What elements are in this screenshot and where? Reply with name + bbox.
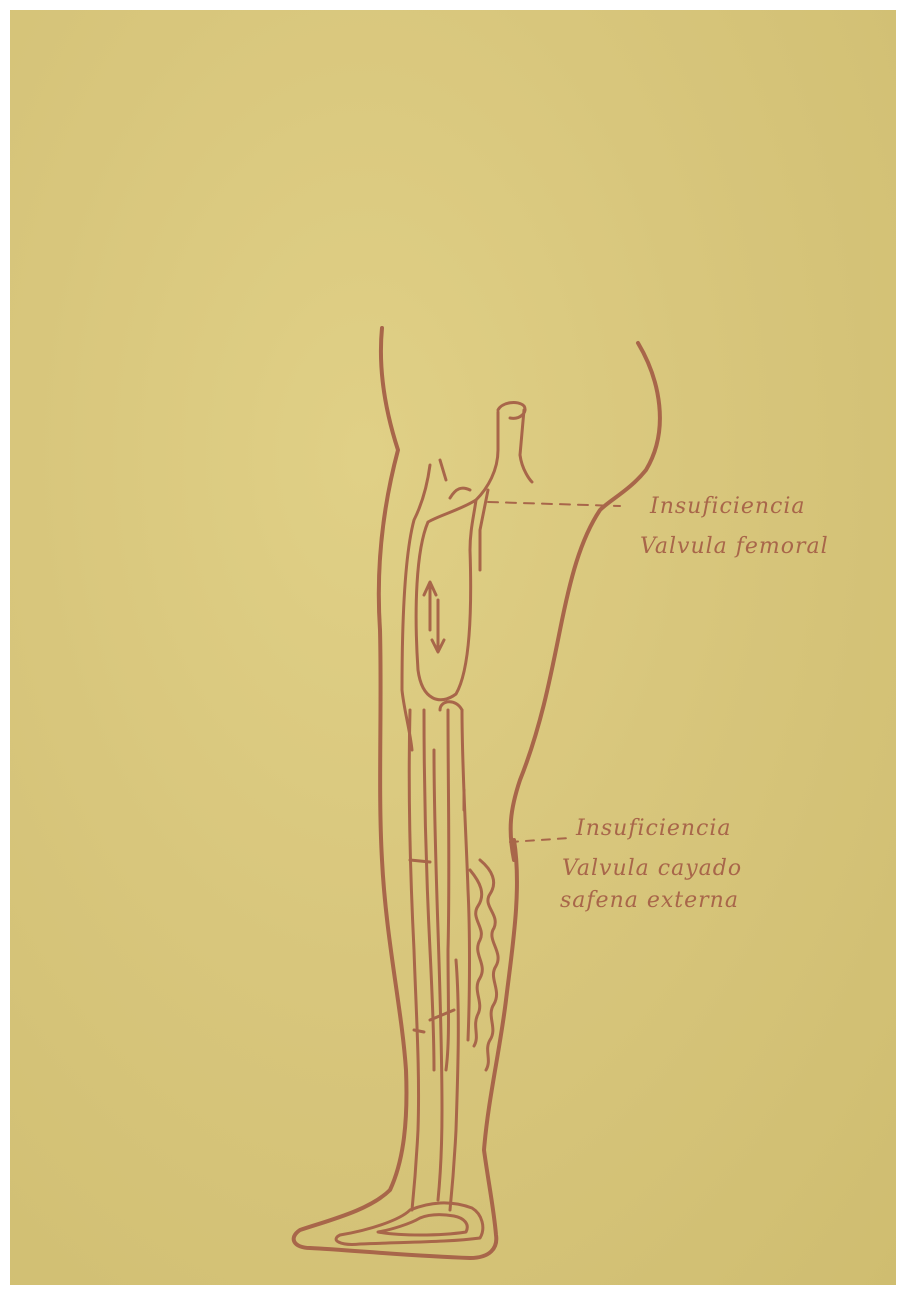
femoral-vessel-stump bbox=[476, 403, 532, 500]
calf-vein-4 bbox=[462, 710, 470, 1040]
calf-vein-2 bbox=[424, 710, 434, 1070]
femoral-label-line1: Insuficiencia bbox=[650, 496, 806, 518]
paper-sheet: Insuficiencia Valvula femoral Insuficien… bbox=[10, 10, 896, 1285]
leg-outline-front bbox=[511, 343, 660, 860]
saphenous-label-line3: safena externa bbox=[560, 890, 739, 912]
saphenous-leader-line bbox=[510, 838, 570, 842]
femoral-label-line2: Valvula femoral bbox=[640, 536, 829, 558]
varicose-saphenous-vein-2 bbox=[470, 870, 482, 1046]
calf-vein-1 bbox=[409, 710, 418, 1210]
thigh-vein-loop bbox=[416, 500, 476, 700]
leg-outline-back bbox=[294, 328, 517, 1258]
leg-vein-diagram bbox=[10, 10, 896, 1285]
calf-vein-3 bbox=[446, 710, 449, 1070]
foot-vein-inner bbox=[378, 1215, 467, 1235]
flow-arrow-up bbox=[424, 582, 436, 630]
saphenous-label-line1: Insuficiencia bbox=[576, 818, 732, 840]
calf-vein-5 bbox=[434, 750, 442, 1200]
flow-arrow-down bbox=[432, 600, 444, 652]
calf-vein-6 bbox=[450, 960, 458, 1210]
saphenous-label-line2: Valvula cayado bbox=[562, 858, 742, 880]
femoral-leader-line bbox=[488, 502, 620, 506]
